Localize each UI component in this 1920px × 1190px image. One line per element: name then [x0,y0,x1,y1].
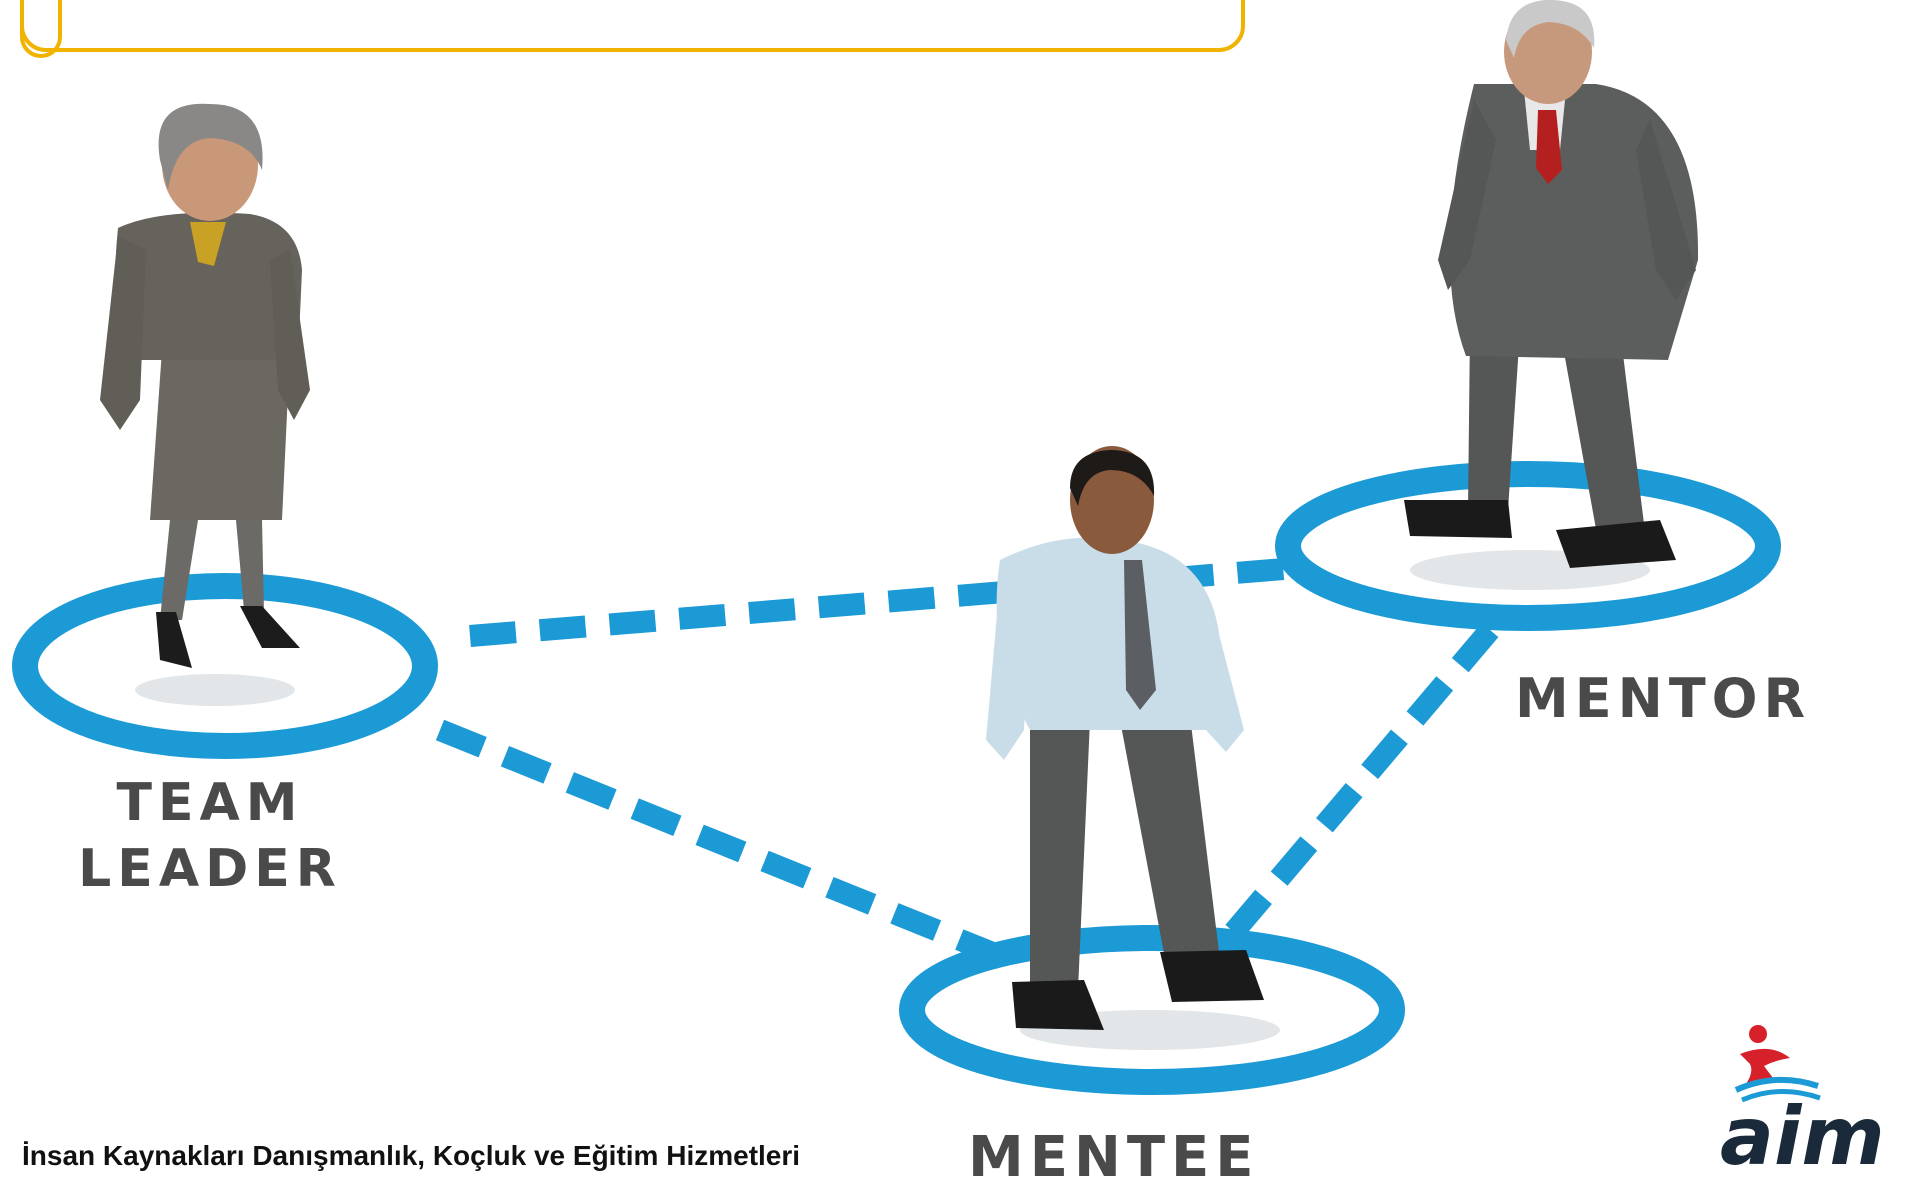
team-leader-figure [100,103,310,706]
mentor-figure [1404,0,1699,590]
rings [12,461,1781,1095]
ring-team-leader [12,573,438,759]
connector-leader-mentee [435,719,1015,971]
footer-company-tagline: İnsan Kaynakları Danışmanlık, Koçluk ve … [22,1140,801,1171]
ring-mentee [899,925,1405,1095]
aim-logo: aim [1720,1025,1885,1170]
ring-mentor [1275,461,1781,631]
logo-wordmark: aim [1720,1090,1885,1170]
team-leader-label-line2: LEADER [78,839,342,899]
team-leader-label: TEAM LEADER [20,770,400,902]
team-leader-label-line1: TEAM [116,773,304,833]
top-frame-tab [20,0,62,58]
connectors [435,555,1499,971]
mentor-label: MENTOR [1515,667,1812,730]
mentee-figure [986,446,1280,1050]
connector-mentor-mentee [1201,622,1499,968]
logo-runner-icon [1734,1025,1821,1103]
mentee-label: MENTEE [968,1125,1260,1190]
